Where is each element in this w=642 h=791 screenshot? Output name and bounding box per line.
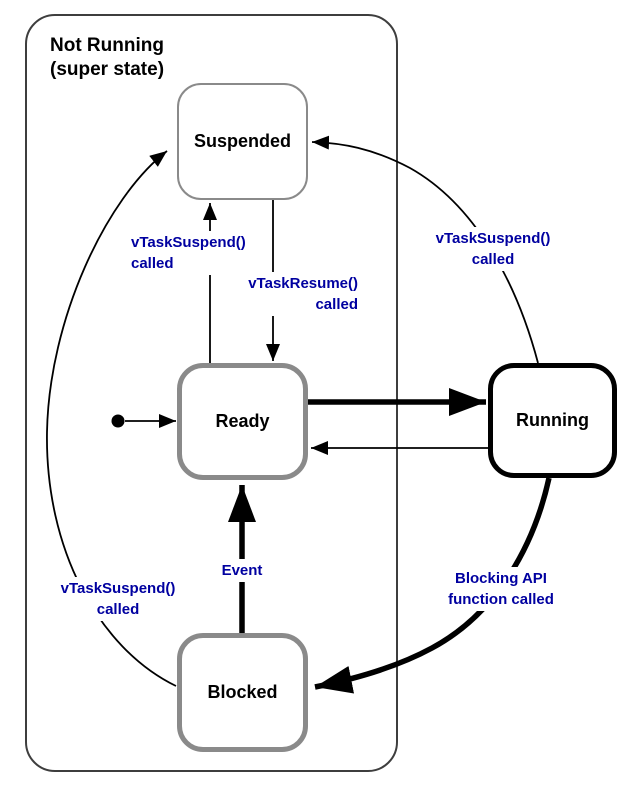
superstate-title-line2: (super state)	[50, 59, 165, 80]
initial-state-dot	[111, 414, 125, 428]
edge-label-line: called	[471, 251, 515, 268]
state-suspended-label: Suspended	[193, 131, 291, 151]
edge-label-line: vTaskSuspend()	[60, 580, 176, 597]
state-suspended: Suspended	[177, 83, 308, 200]
edge-label-blocked-to-suspended: vTaskSuspend() called	[57, 577, 179, 621]
edge-label-line: vTaskResume()	[248, 275, 358, 292]
arrow-running-to-blocked	[314, 477, 552, 694]
state-ready-label: Ready	[215, 411, 270, 431]
edge-label-line: called	[96, 601, 140, 618]
edge-label-line: vTaskSuspend()	[131, 234, 246, 251]
edge-label-line: Event	[221, 562, 263, 579]
edge-label-running-to-blocked: Blocking API function called	[445, 567, 557, 611]
edge-label-line: function called	[448, 591, 554, 608]
edge-label-line: vTaskSuspend()	[435, 230, 551, 247]
edge-label-line: called	[315, 296, 358, 313]
edge-label-blocked-to-ready: Event	[218, 559, 266, 582]
state-ready: Ready	[177, 363, 308, 480]
state-running: Running	[488, 363, 617, 478]
edge-label-line: called	[131, 255, 174, 272]
arrow-running-to-suspended	[311, 135, 539, 364]
edge-label-suspended-to-ready: vTaskResume() called	[245, 272, 361, 316]
superstate-title-line1: Not Running	[50, 35, 164, 56]
edge-label-running-to-suspended: vTaskSuspend() called	[432, 227, 554, 271]
superstate-title: Not Running (super state)	[50, 34, 164, 82]
arrow-blocked-to-suspended	[46, 150, 177, 687]
edge-label-line: Blocking API	[455, 570, 547, 587]
state-blocked: Blocked	[177, 633, 308, 752]
edge-label-ready-to-suspended: vTaskSuspend() called	[128, 231, 249, 275]
state-running-label: Running	[516, 410, 589, 430]
state-blocked-label: Blocked	[207, 682, 278, 702]
